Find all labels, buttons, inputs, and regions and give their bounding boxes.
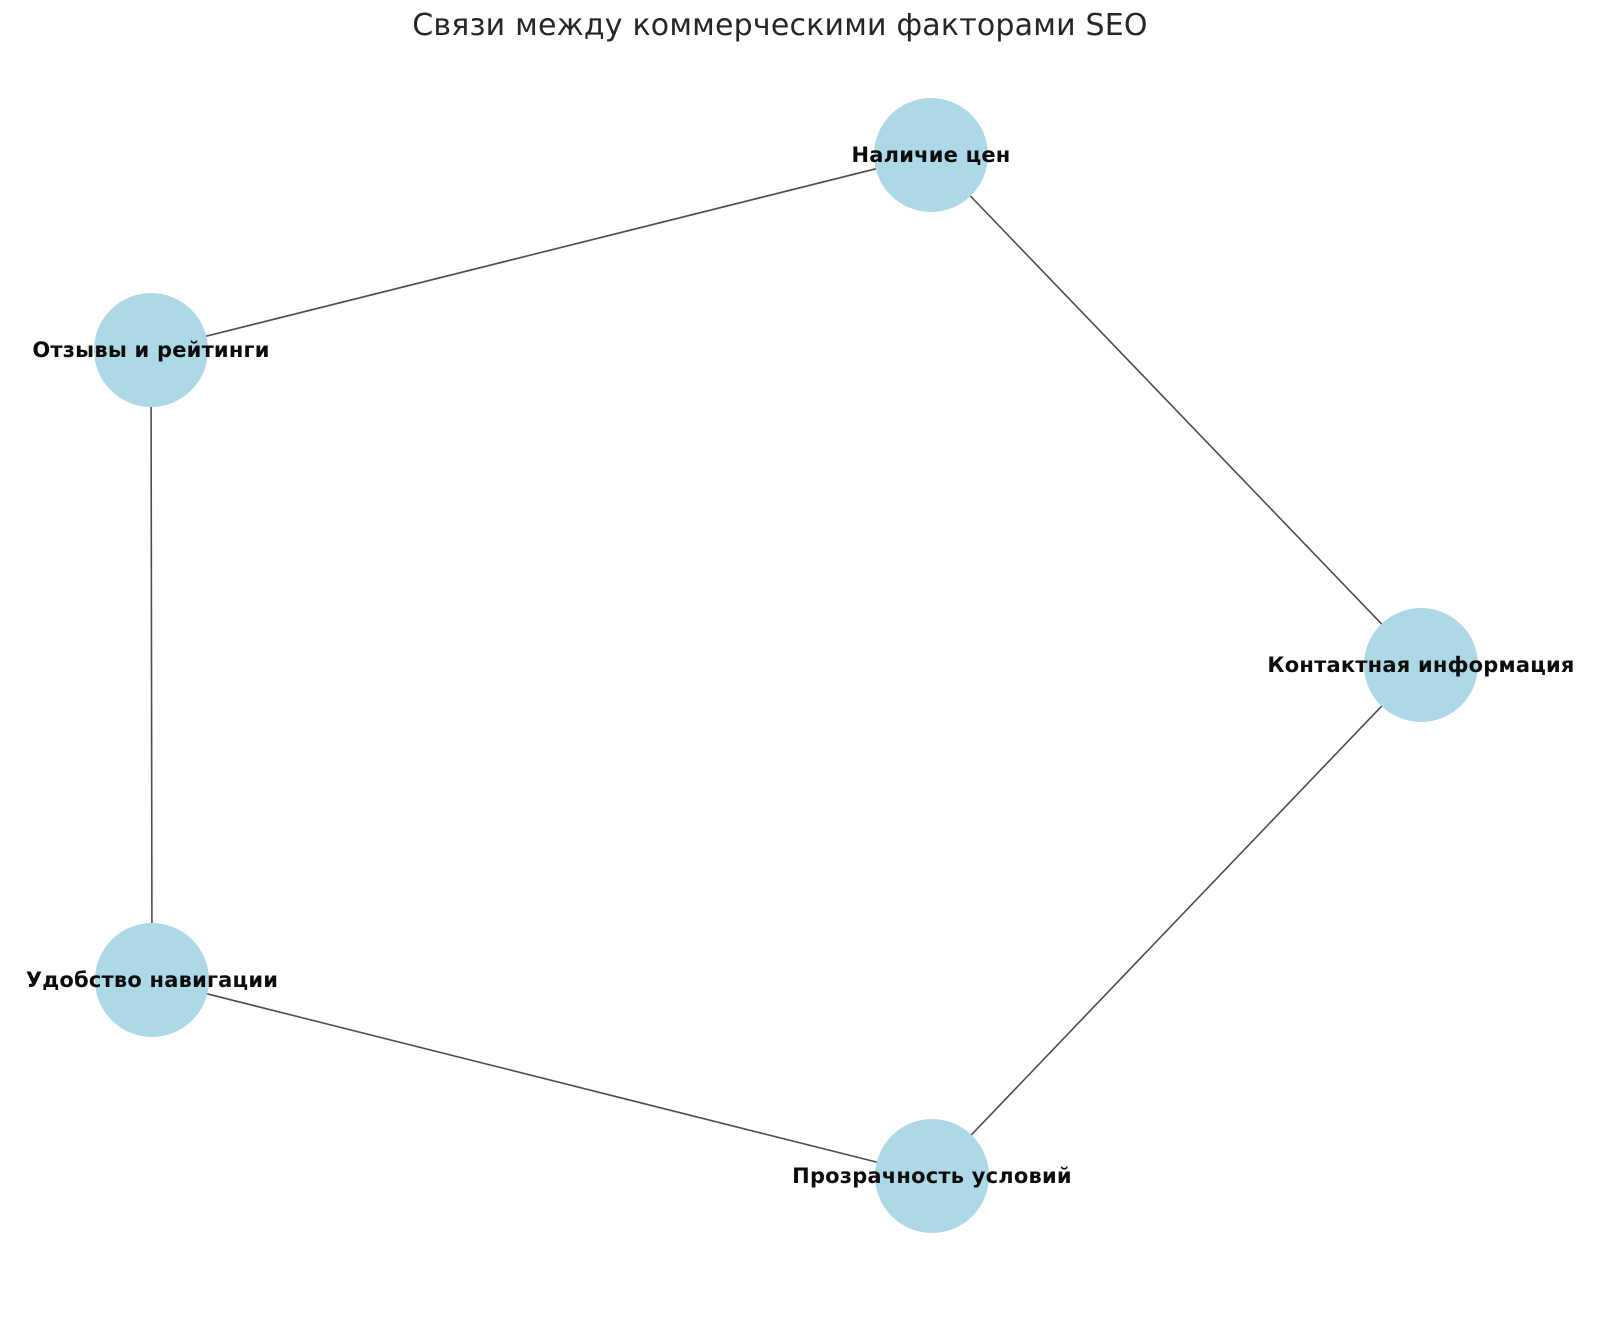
edge-contacts-terms — [931, 664, 1422, 1177]
node-prices[interactable] — [874, 98, 988, 212]
page-title: Связи между коммерческими факторами SEO — [412, 8, 1148, 43]
node-contacts[interactable] — [1364, 608, 1478, 722]
node-navigation[interactable] — [95, 923, 209, 1037]
nodes-group — [94, 98, 1478, 1233]
node-reviews[interactable] — [94, 293, 208, 407]
edge-reviews-prices — [150, 154, 932, 351]
edges-group — [150, 154, 1422, 1177]
edge-terms-navigation — [151, 979, 933, 1177]
edge-prices-contacts — [930, 154, 1422, 666]
node-terms[interactable] — [875, 1119, 989, 1233]
edge-navigation-reviews — [150, 349, 153, 981]
